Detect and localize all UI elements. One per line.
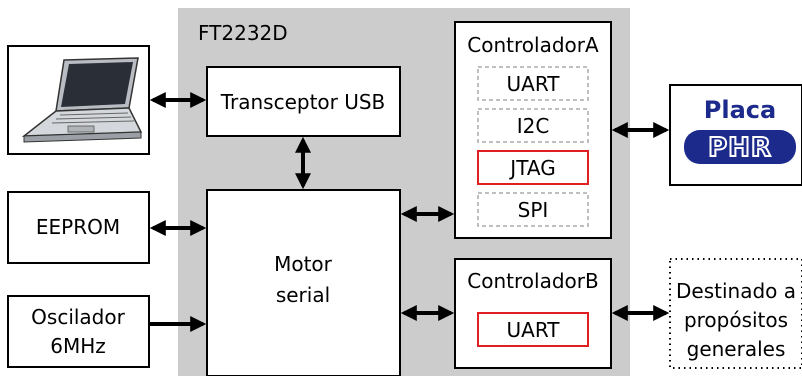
oscillator-label-line1: Oscilador <box>31 305 125 329</box>
controller-a-interface-box <box>477 108 589 143</box>
controller-b-interface-box <box>477 312 589 347</box>
controller-a-interface-label: I2C <box>517 114 550 138</box>
laptop-icon <box>21 57 143 143</box>
eeprom-label: EEPROM <box>36 215 120 239</box>
motor-label-line2: serial <box>276 283 330 307</box>
controller-a-interface-box <box>477 66 589 101</box>
controller-a-interface-label: JTAG <box>508 156 555 180</box>
eeprom-block <box>7 191 150 264</box>
controller-b-interface-label: UART <box>507 318 561 342</box>
controller-b-title: ControladorB <box>467 269 598 293</box>
transceiver-label: Transceptor USB <box>220 90 386 114</box>
board-label: Placa <box>704 96 776 124</box>
motor-block <box>206 189 401 376</box>
controller-a-interface-box <box>477 150 589 185</box>
oscillator-block <box>7 295 150 368</box>
controller-a-title: ControladorA <box>467 33 599 57</box>
chip-label: FT2232D <box>198 21 288 45</box>
general-purpose-line2: propósitos <box>684 308 788 332</box>
oscillator-label-line2: 6MHz <box>50 334 106 358</box>
motor-label-line1: Motor <box>274 252 333 276</box>
svg-text:PHR: PHR <box>708 133 772 163</box>
controller-a-interface-label: UART <box>507 72 561 96</box>
general-purpose-line3: generales <box>687 337 786 361</box>
general-purpose-box <box>669 258 802 369</box>
general-purpose-line1: Destinado a <box>676 279 796 303</box>
phr-logo: PHR <box>684 130 796 164</box>
transceiver-block <box>206 66 401 137</box>
controller-a-interface-box <box>477 192 589 227</box>
controller-a-interface-label: SPI <box>518 198 549 222</box>
